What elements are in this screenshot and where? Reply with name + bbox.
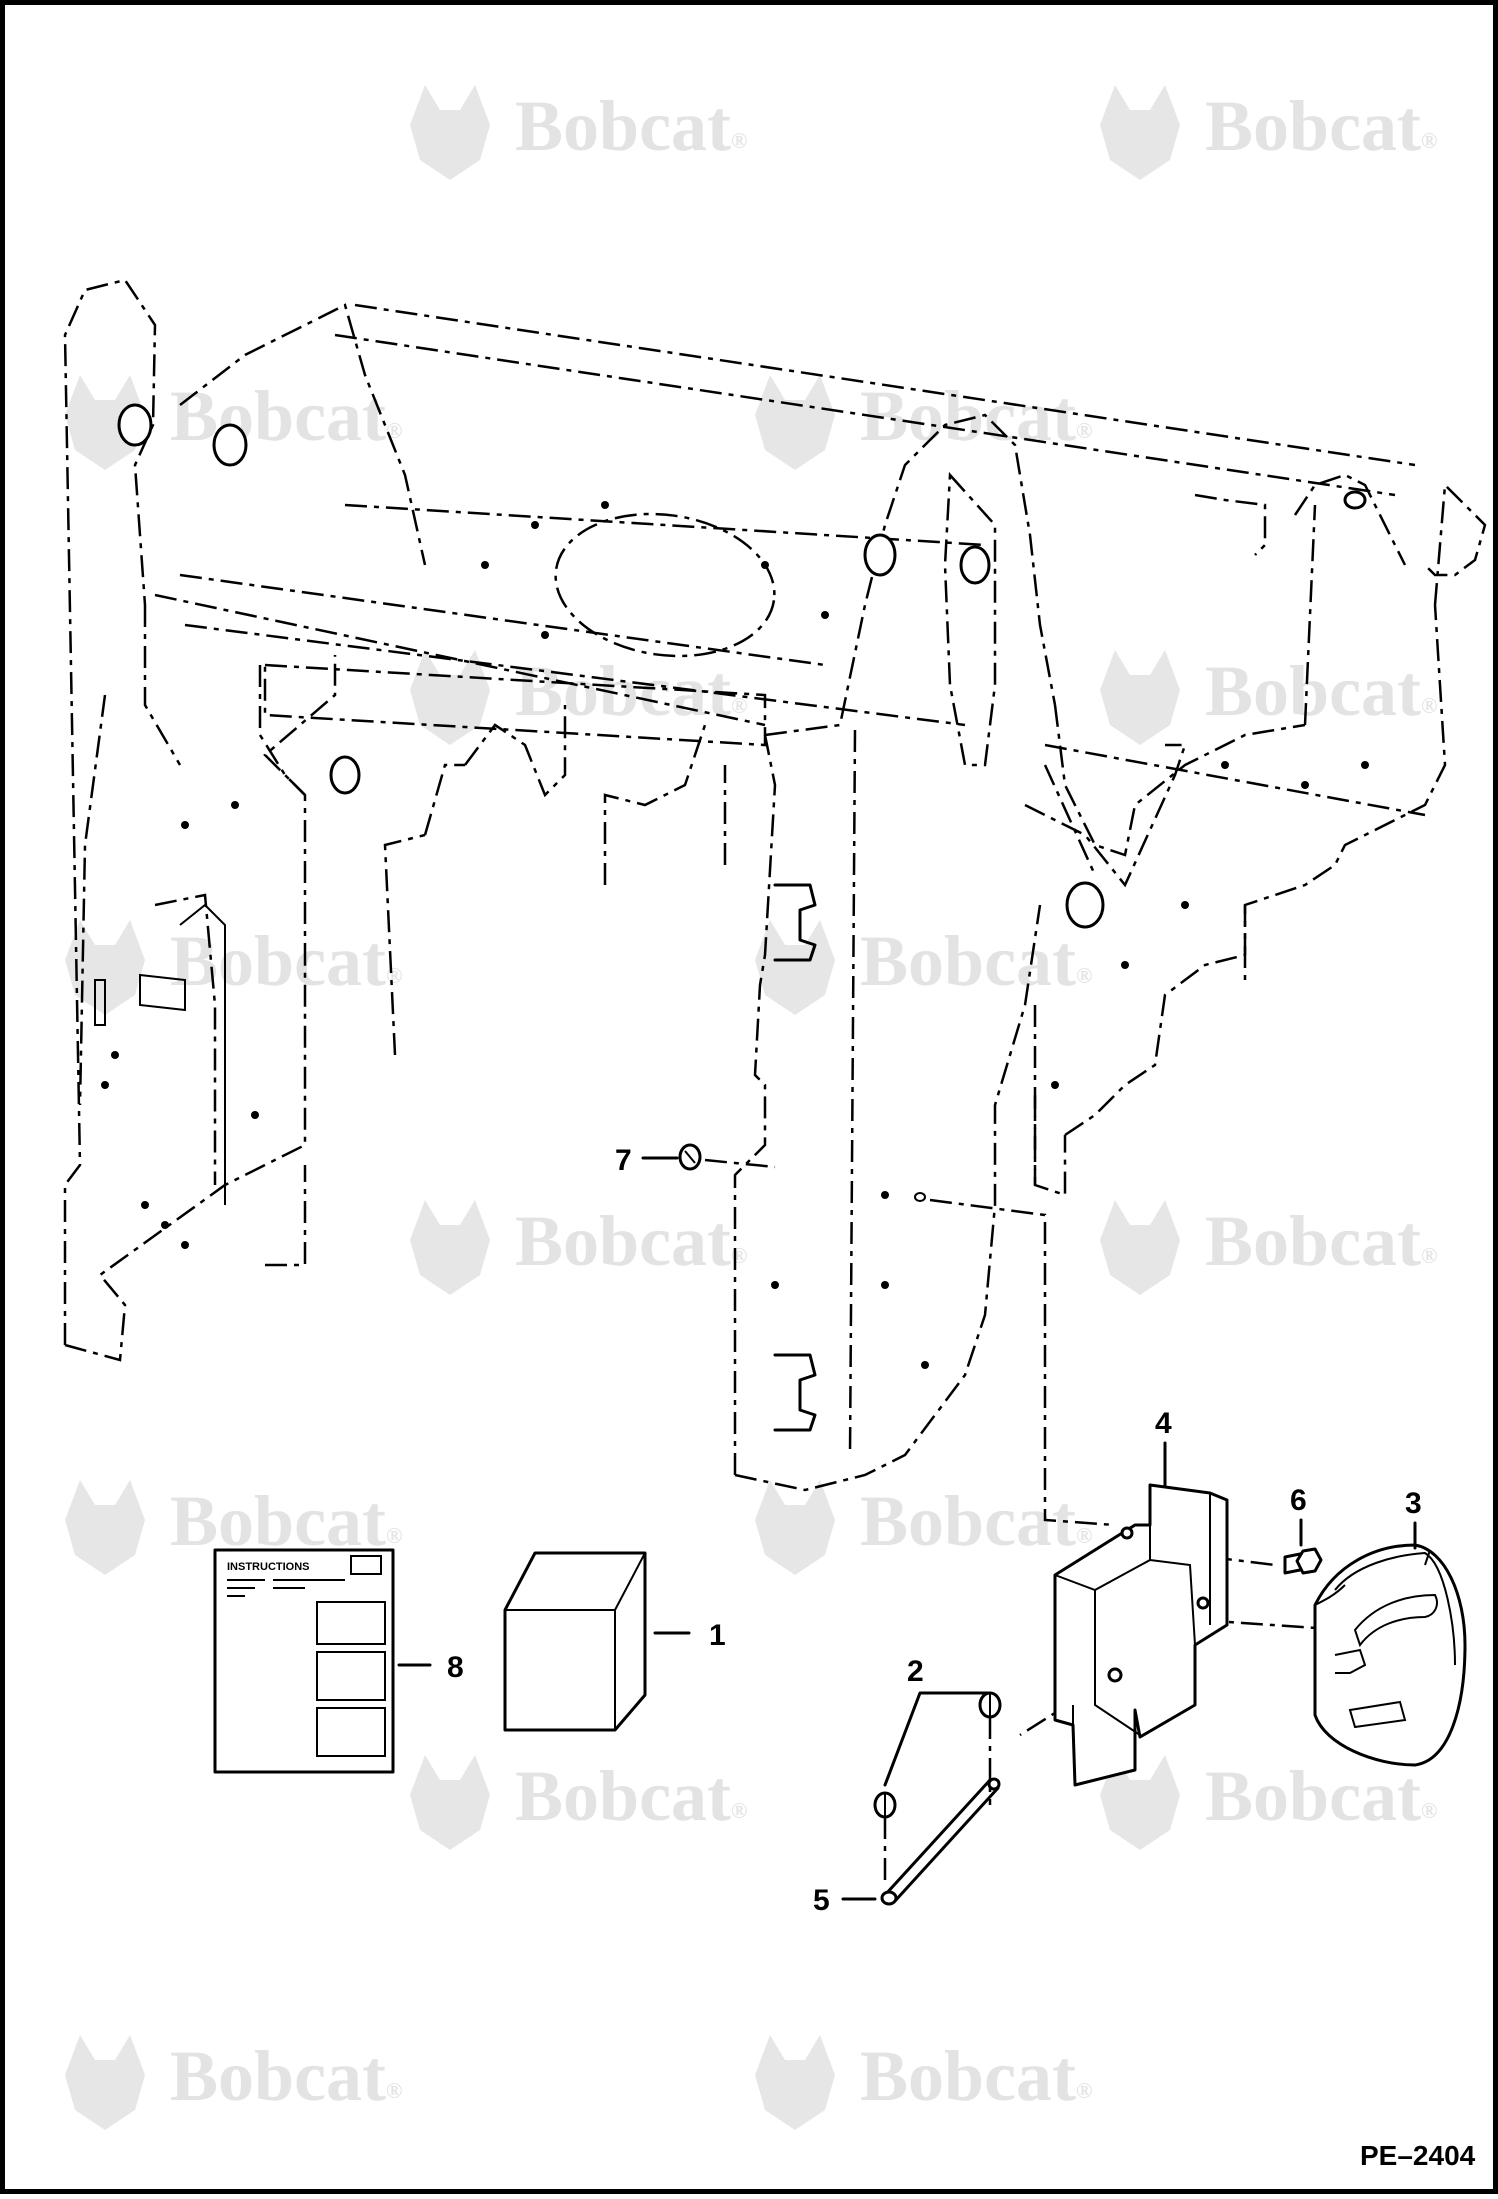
document-id: PE–2404 (1360, 2140, 1476, 2171)
callout-labels: 1 2 3 4 5 6 7 8 (397, 1144, 1422, 1917)
watermark-text: Bobcat® (515, 1756, 747, 1836)
watermark-text: Bobcat® (860, 2036, 1092, 2116)
callout-6: 6 (1290, 1484, 1307, 1547)
watermark-text: Bobcat® (515, 86, 747, 166)
watermark-text: Bobcat® (1205, 651, 1437, 731)
watermark-layer: Bobcat® Bobcat® Bobcat® Bobcat® Bobcat® … (65, 85, 1437, 2130)
watermark-text: Bobcat® (1205, 1756, 1437, 1836)
callout-label: 4 (1155, 1407, 1172, 1440)
callout-4: 4 (1155, 1407, 1172, 1487)
watermark: Bobcat® (65, 1480, 402, 1575)
watermark: Bobcat® (755, 1480, 1092, 1575)
callout-label: 2 (907, 1655, 924, 1688)
callout-label: 8 (447, 1651, 464, 1684)
callout-5: 5 (813, 1884, 877, 1917)
frame-strap (139, 973, 186, 1012)
part-3-counterweight (1313, 1543, 1467, 1767)
part-2-pins (873, 1691, 1002, 1885)
callout-label: 5 (813, 1884, 830, 1917)
frame-hooks (773, 883, 817, 1432)
watermark: Bobcat® (65, 920, 402, 1015)
callout-label: 7 (615, 1144, 632, 1177)
callout-1: 1 (653, 1619, 726, 1652)
frame-slot (94, 979, 106, 1026)
watermark-text: Bobcat® (860, 921, 1092, 1001)
instructions-title: INSTRUCTIONS (227, 1561, 310, 1573)
callout-8: 8 (397, 1651, 464, 1684)
watermark-text: Bobcat® (1205, 86, 1437, 166)
part-1-box (503, 1551, 647, 1732)
callout-2: 2 (907, 1655, 924, 1688)
watermark-text: Bobcat® (170, 376, 402, 456)
watermark-text: Bobcat® (515, 1201, 747, 1281)
part-4-bracket (1053, 1483, 1229, 1787)
part-6-bolt (1283, 1547, 1323, 1575)
watermark-text: Bobcat® (515, 651, 747, 731)
watermark: Bobcat® (410, 1755, 747, 1850)
part-8-instructions: INSTRUCTIONS (213, 1548, 395, 1774)
callout-3: 3 (1405, 1487, 1422, 1550)
part-7-nut (678, 1143, 776, 1171)
watermark: Bobcat® (755, 2035, 1092, 2130)
watermark: Bobcat® (65, 2035, 402, 2130)
frame-pivot-bosses (117, 403, 1367, 929)
watermark-text: Bobcat® (170, 921, 402, 1001)
watermark: Bobcat® (410, 1200, 747, 1295)
watermark-text: Bobcat® (860, 1481, 1092, 1561)
watermark-text: Bobcat® (170, 1481, 402, 1561)
watermark-text: Bobcat® (170, 2036, 402, 2116)
watermark: Bobcat® (755, 920, 1092, 1015)
callout-label: 1 (709, 1619, 726, 1652)
watermark: Bobcat® (1100, 1200, 1437, 1295)
loader-main-frame (63, 278, 1487, 1492)
watermark-text: Bobcat® (1205, 1201, 1437, 1281)
frame-holes (101, 501, 1369, 1369)
callout-label: 6 (1290, 1484, 1307, 1517)
watermark: Bobcat® (410, 85, 747, 180)
watermark: Bobcat® (755, 375, 1092, 470)
watermark: Bobcat® (1100, 1755, 1437, 1850)
callout-label: 3 (1405, 1487, 1422, 1520)
watermark: Bobcat® (1100, 650, 1437, 745)
part-5-rod (880, 1777, 1001, 1906)
watermark: Bobcat® (65, 375, 402, 470)
watermark: Bobcat® (410, 650, 747, 745)
frame-tube (179, 903, 226, 1205)
callout-7: 7 (615, 1144, 679, 1177)
parts-diagram: Bobcat® Bobcat® Bobcat® Bobcat® Bobcat® … (63, 85, 1487, 2171)
watermark: Bobcat® (1100, 85, 1437, 180)
